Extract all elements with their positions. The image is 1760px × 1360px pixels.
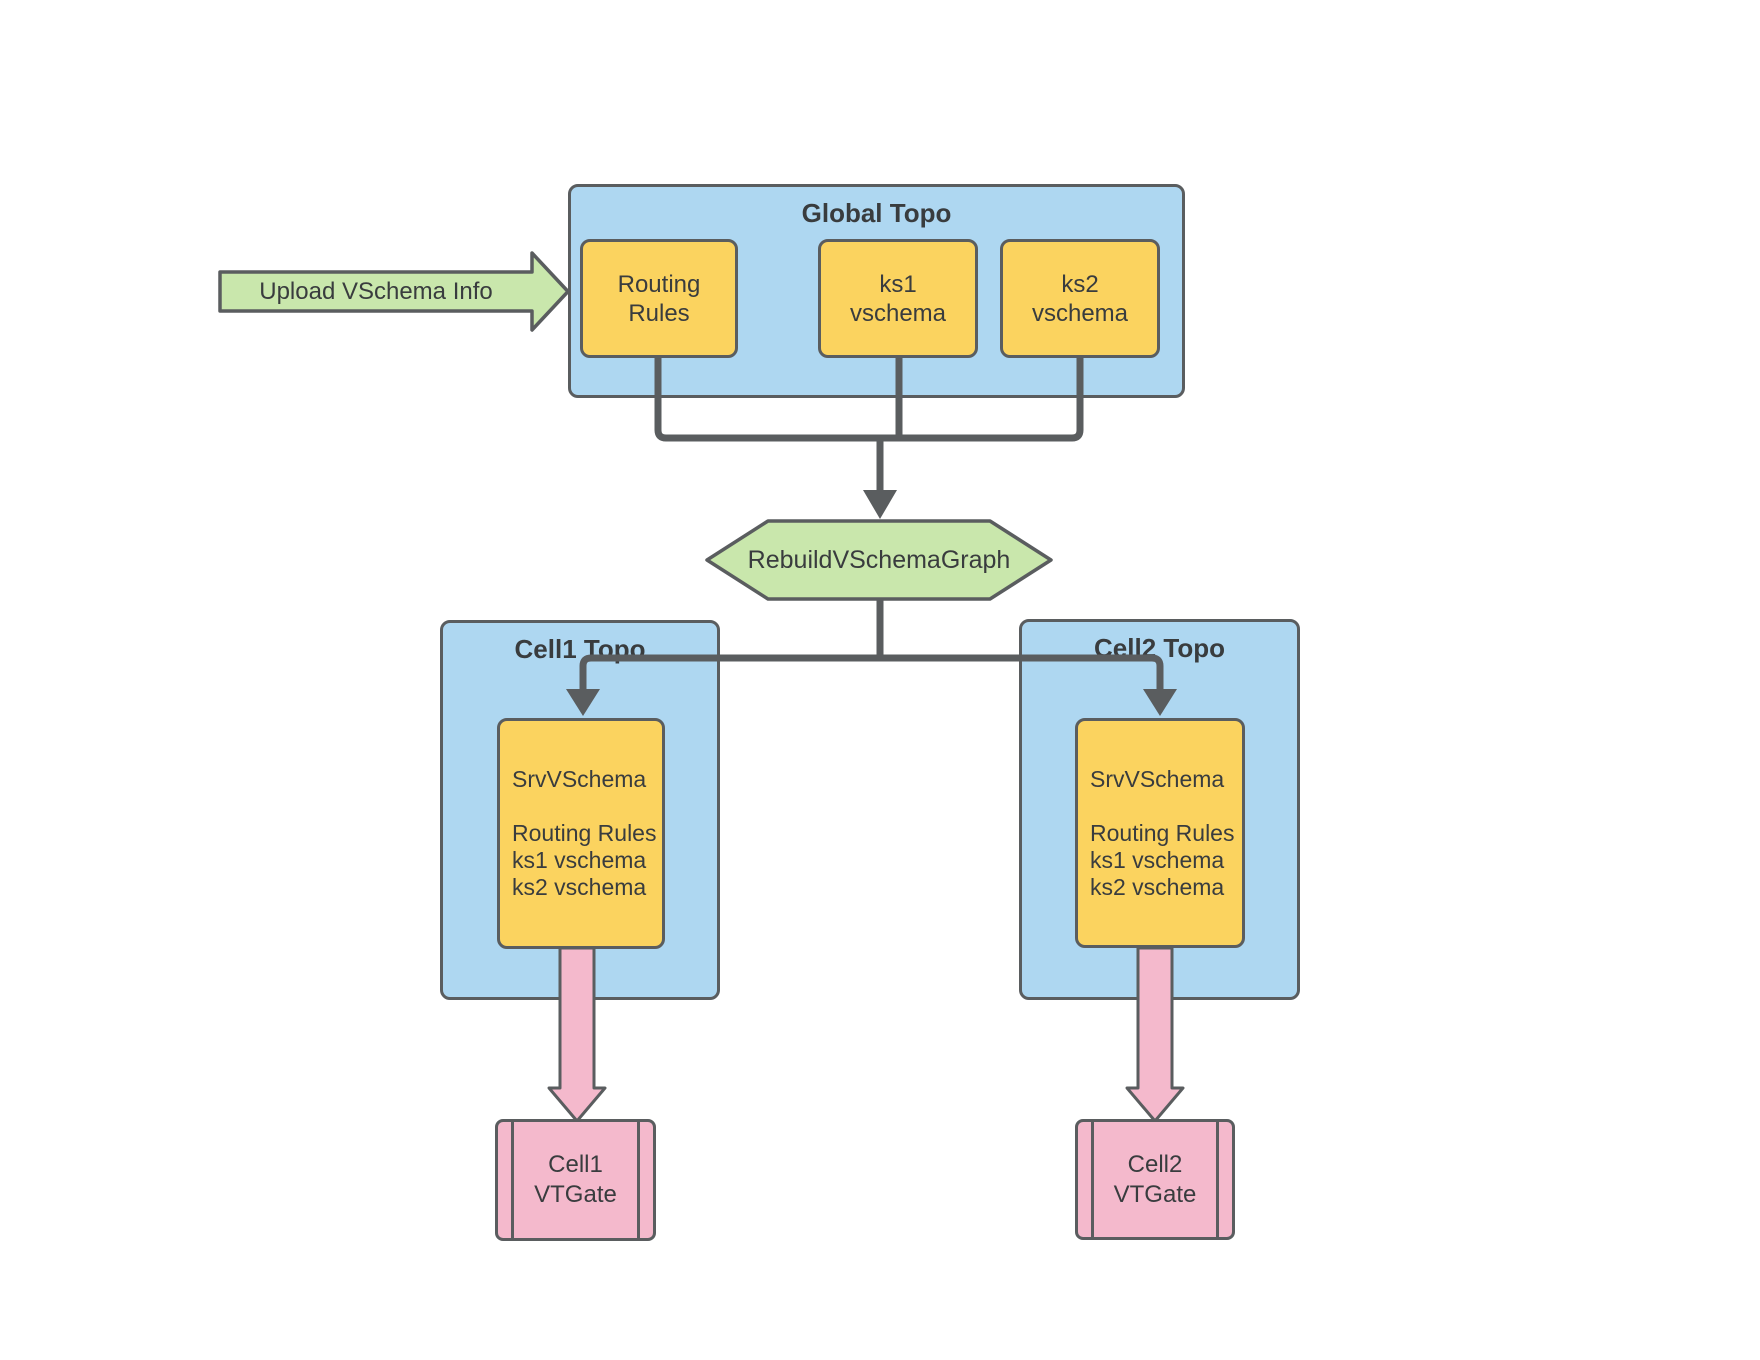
cell1-srv-line: Routing Rules: [512, 820, 657, 846]
upload-vschema-arrow-shape: [218, 251, 570, 332]
routing-rules-label-line1: Routing: [617, 270, 701, 298]
cell1-vtgate-line2: VTGate: [534, 1181, 617, 1208]
ks2-label-line1: ks2: [1061, 270, 1099, 298]
cell1-arrowhead-icon: [566, 689, 600, 716]
ks1-label-line2: vschema: [849, 299, 947, 327]
ks1-label-line1: ks1: [879, 270, 917, 298]
upload-vschema-label: Upload VSchema Info: [259, 277, 493, 305]
ks2-vschema-node: ks2 vschema: [1000, 239, 1160, 358]
cell2-srv-line: Routing Rules: [1090, 819, 1235, 846]
rebuild-vschema-graph-label: RebuildVSchemaGraph: [747, 545, 1011, 574]
cell-split-connector: [579, 654, 1164, 690]
cell1-vtgate-node: Cell1 VTGate: [495, 1119, 656, 1241]
vtgate-side-line: [637, 1122, 640, 1238]
vtgate-side-line: [1216, 1122, 1219, 1237]
cell2-vtgate-line2: VTGate: [1113, 1180, 1197, 1208]
ks2-label-line2: vschema: [1031, 299, 1129, 327]
cell2-srv-line: SrvVSchema: [1090, 765, 1225, 792]
cell2-srv-vschema-node: SrvVSchema Routing Rules ks1 vschema ks2…: [1075, 718, 1245, 948]
rebuild-hexagon-shape: [705, 519, 1053, 601]
ks1-vschema-node: ks1 vschema: [818, 239, 978, 358]
cell2-vtgate-label: Cell2 VTGate: [1114, 1150, 1197, 1210]
cell1-srv-line: ks2 vschema: [512, 874, 647, 900]
rebuild-arrowhead-icon: [863, 490, 897, 519]
cell1-vtgate-line1: Cell1: [548, 1151, 603, 1178]
global-topo-title: Global Topo: [801, 198, 952, 228]
cell2-vtgate-line1: Cell2: [1127, 1150, 1183, 1178]
cell1-srv-line: ks1 vschema: [512, 847, 647, 873]
cell2-arrowhead-icon: [1143, 689, 1177, 716]
vtgate-side-line: [1091, 1122, 1094, 1237]
cell2-vtgate-node: Cell2 VTGate: [1075, 1119, 1235, 1240]
cell1-srv-line: SrvVSchema: [512, 766, 647, 792]
routing-rules-node: Routing Rules: [580, 239, 738, 358]
routing-rules-label-line2: Rules: [628, 299, 690, 327]
cell2-srv-line: ks2 vschema: [1090, 873, 1225, 900]
cell1-vtgate-label: Cell1 VTGate: [534, 1150, 617, 1210]
cell1-srv-vschema-node: SrvVSchema Routing Rules ks1 vschema ks2…: [497, 718, 665, 949]
vtgate-side-line: [511, 1122, 514, 1238]
cell1-vtgate-arrow-shape: [547, 946, 607, 1123]
global-merge-connector: [654, 358, 1084, 442]
cell2-srv-line: ks1 vschema: [1090, 846, 1225, 873]
cell2-vtgate-arrow-shape: [1125, 946, 1185, 1123]
